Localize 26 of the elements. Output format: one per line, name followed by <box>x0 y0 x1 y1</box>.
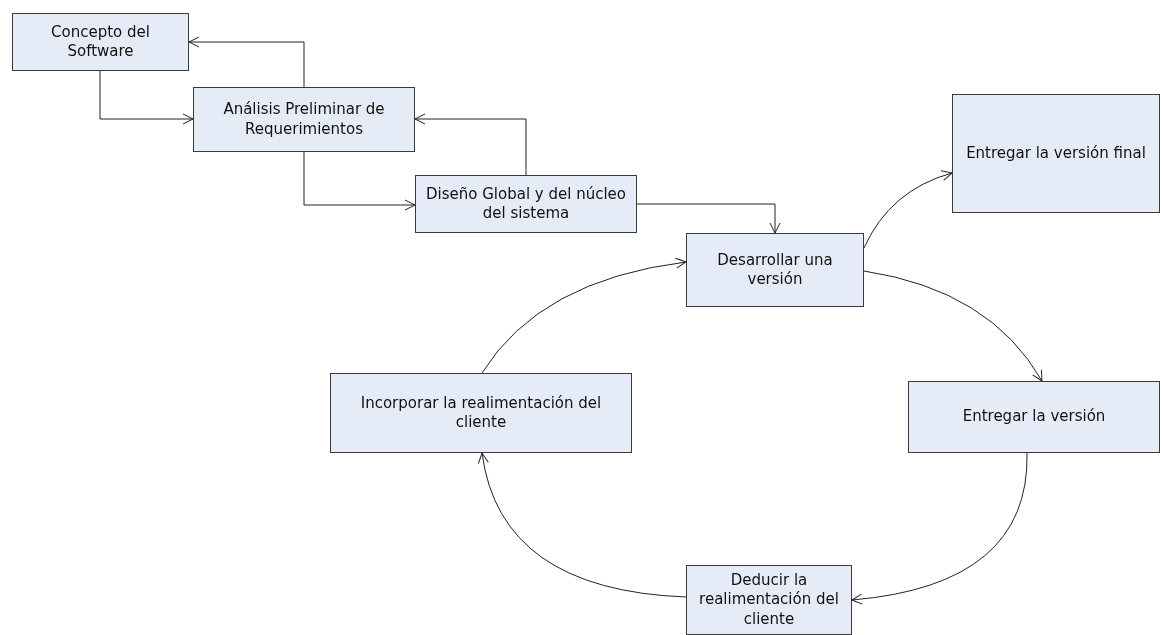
arrow <box>188 36 305 88</box>
arrow <box>863 270 1043 382</box>
step-label: Entregar la versión <box>962 407 1106 427</box>
step-label: Desarrollar una versión <box>716 250 834 290</box>
process-box <box>12 13 189 71</box>
step-label: Diseño Global y del núcleo del sistema <box>425 184 627 224</box>
process-box <box>952 94 1160 213</box>
step-label: Deducir la realimentación del cliente <box>698 570 840 630</box>
process-box <box>193 87 415 152</box>
step-label: Análisis Preliminar de Requerimientos <box>222 100 386 139</box>
arrow <box>478 452 687 598</box>
process-box <box>686 565 852 635</box>
process-box <box>330 373 632 453</box>
arrow <box>414 113 527 176</box>
process-box <box>415 175 637 233</box>
arrow <box>99 70 194 125</box>
arrow <box>851 452 1028 605</box>
arrow <box>303 151 416 211</box>
step-label: Incorporar la realimentación del cliente <box>359 393 603 433</box>
arrow <box>481 258 687 374</box>
process-box <box>908 381 1160 453</box>
arrow <box>863 170 953 249</box>
step-label: Concepto del Software <box>50 22 151 62</box>
process-box <box>686 233 864 307</box>
arrow <box>636 203 781 234</box>
step-label: Entregar la versión final <box>966 143 1146 164</box>
